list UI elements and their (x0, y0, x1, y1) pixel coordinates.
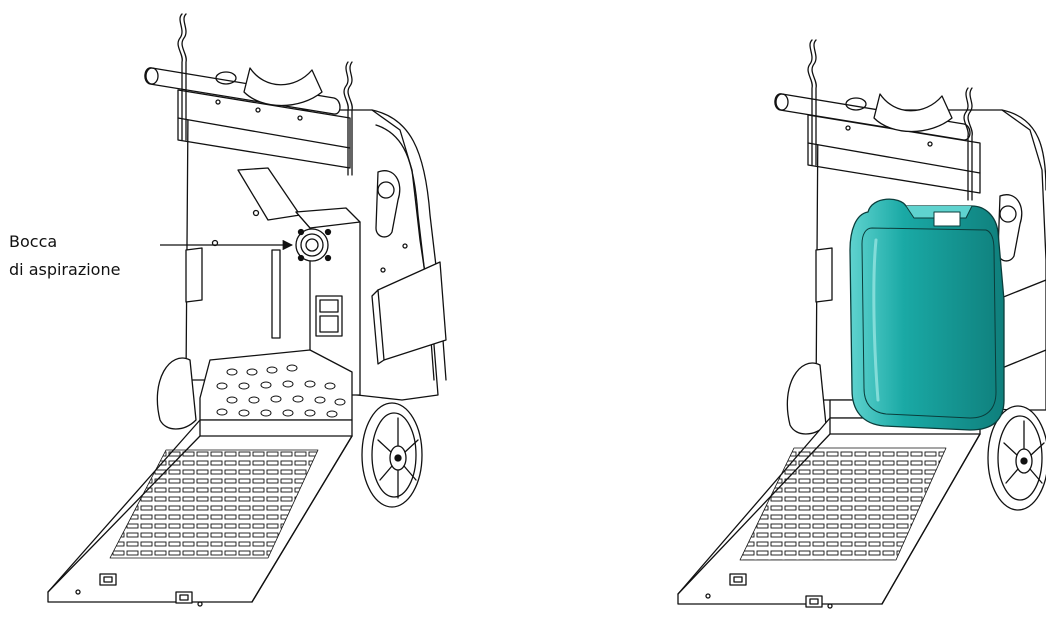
left-upright (807, 39, 813, 166)
callout-label-line1: Bocca (9, 232, 58, 251)
side-pocket (377, 261, 447, 361)
right-upright (343, 61, 349, 176)
callout-label-line2: di aspirazione (9, 260, 121, 279)
ramp-slots (109, 449, 319, 559)
ramp-slots (739, 447, 947, 561)
right-upright (963, 87, 969, 201)
rear-wheel (786, 362, 827, 435)
fluid-tank (849, 198, 1005, 431)
trolley-left (47, 13, 447, 607)
left-upright (177, 13, 183, 141)
back-panel-curve (371, 109, 447, 381)
rear-wheel (156, 357, 197, 430)
front-wheel (361, 402, 423, 508)
floor-holes (216, 364, 346, 418)
front-wheel (987, 405, 1046, 511)
trolley-right (677, 39, 1046, 609)
